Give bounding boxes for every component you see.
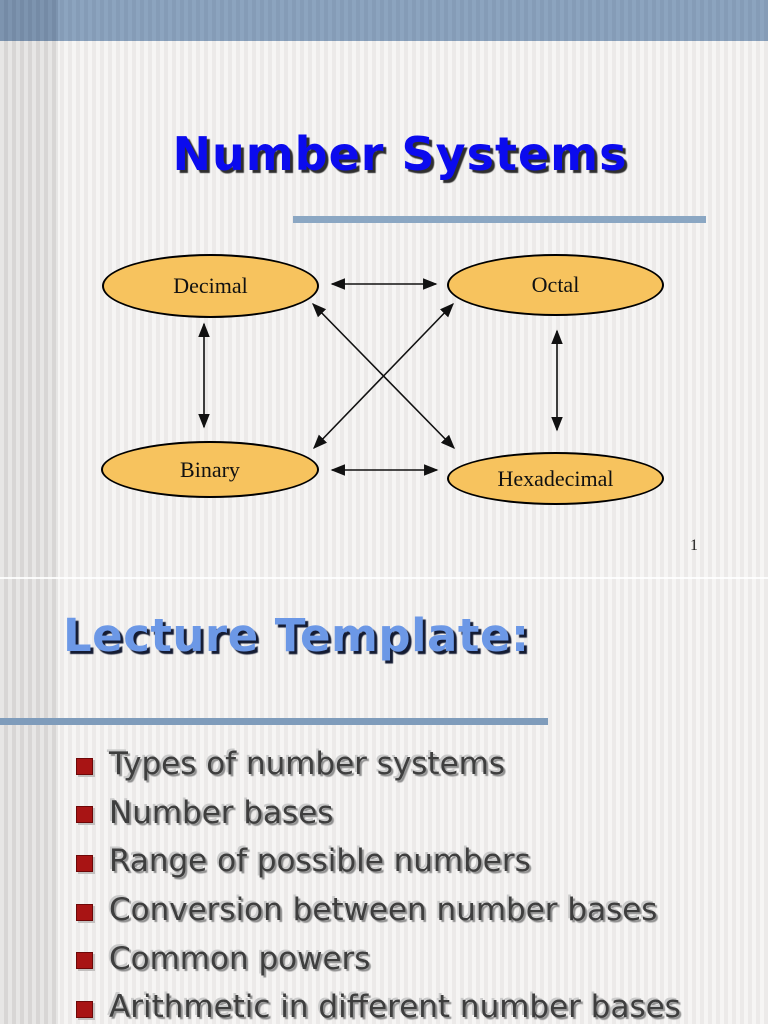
diagram-node-decimal: Decimal [102, 254, 319, 318]
arrow-binary-octal [312, 302, 455, 450]
diagram-node-hexadecimal: Hexadecimal [447, 452, 664, 505]
header-bar-left-segment [0, 0, 58, 41]
bullet-text: Types of number systems [109, 746, 506, 783]
list-item: Range of possible numbers [76, 837, 766, 886]
bullet-text: Range of possible numbers [109, 843, 531, 880]
slide1-page-number: 1 [690, 537, 698, 554]
title-underline [293, 216, 706, 223]
arrow-decimal-hexadecimal [311, 302, 456, 450]
slide1-title: Number Systems [172, 127, 628, 181]
bullet-square-icon [76, 903, 93, 921]
left-pinstripe-band [0, 0, 58, 1024]
diagram-node-binary: Binary [101, 441, 319, 498]
node-binary-label: Binary [180, 456, 240, 482]
slide-separator [0, 577, 768, 579]
bullet-text: Arithmetic in different number bases [109, 989, 681, 1024]
header-bar [0, 0, 768, 41]
bullet-text: Conversion between number bases [109, 892, 658, 929]
bullet-square-icon [76, 1000, 93, 1018]
list-item: Arithmetic in different number bases [76, 983, 766, 1024]
node-decimal-label: Decimal [173, 273, 248, 298]
bullet-text: Number bases [109, 794, 334, 831]
bullet-square-icon [76, 952, 93, 970]
bullet-square-icon [76, 757, 93, 775]
diagram-node-octal: Octal [447, 254, 664, 316]
node-octal-label: Octal [531, 272, 580, 297]
bullet-square-icon [76, 806, 93, 824]
list-item: Conversion between number bases [76, 886, 766, 935]
slide2-title-underline [0, 718, 548, 725]
list-item: Types of number systems [76, 740, 766, 789]
list-item: Number bases [76, 789, 766, 838]
bullet-list: Types of number systems Number bases Ran… [76, 740, 766, 1024]
list-item: Common powers [76, 934, 766, 983]
slide2-title: Lecture Template: [63, 609, 530, 662]
bullet-text: Common powers [109, 940, 371, 977]
bullet-square-icon [76, 854, 93, 872]
node-hexadecimal-label: Hexadecimal [497, 465, 614, 491]
